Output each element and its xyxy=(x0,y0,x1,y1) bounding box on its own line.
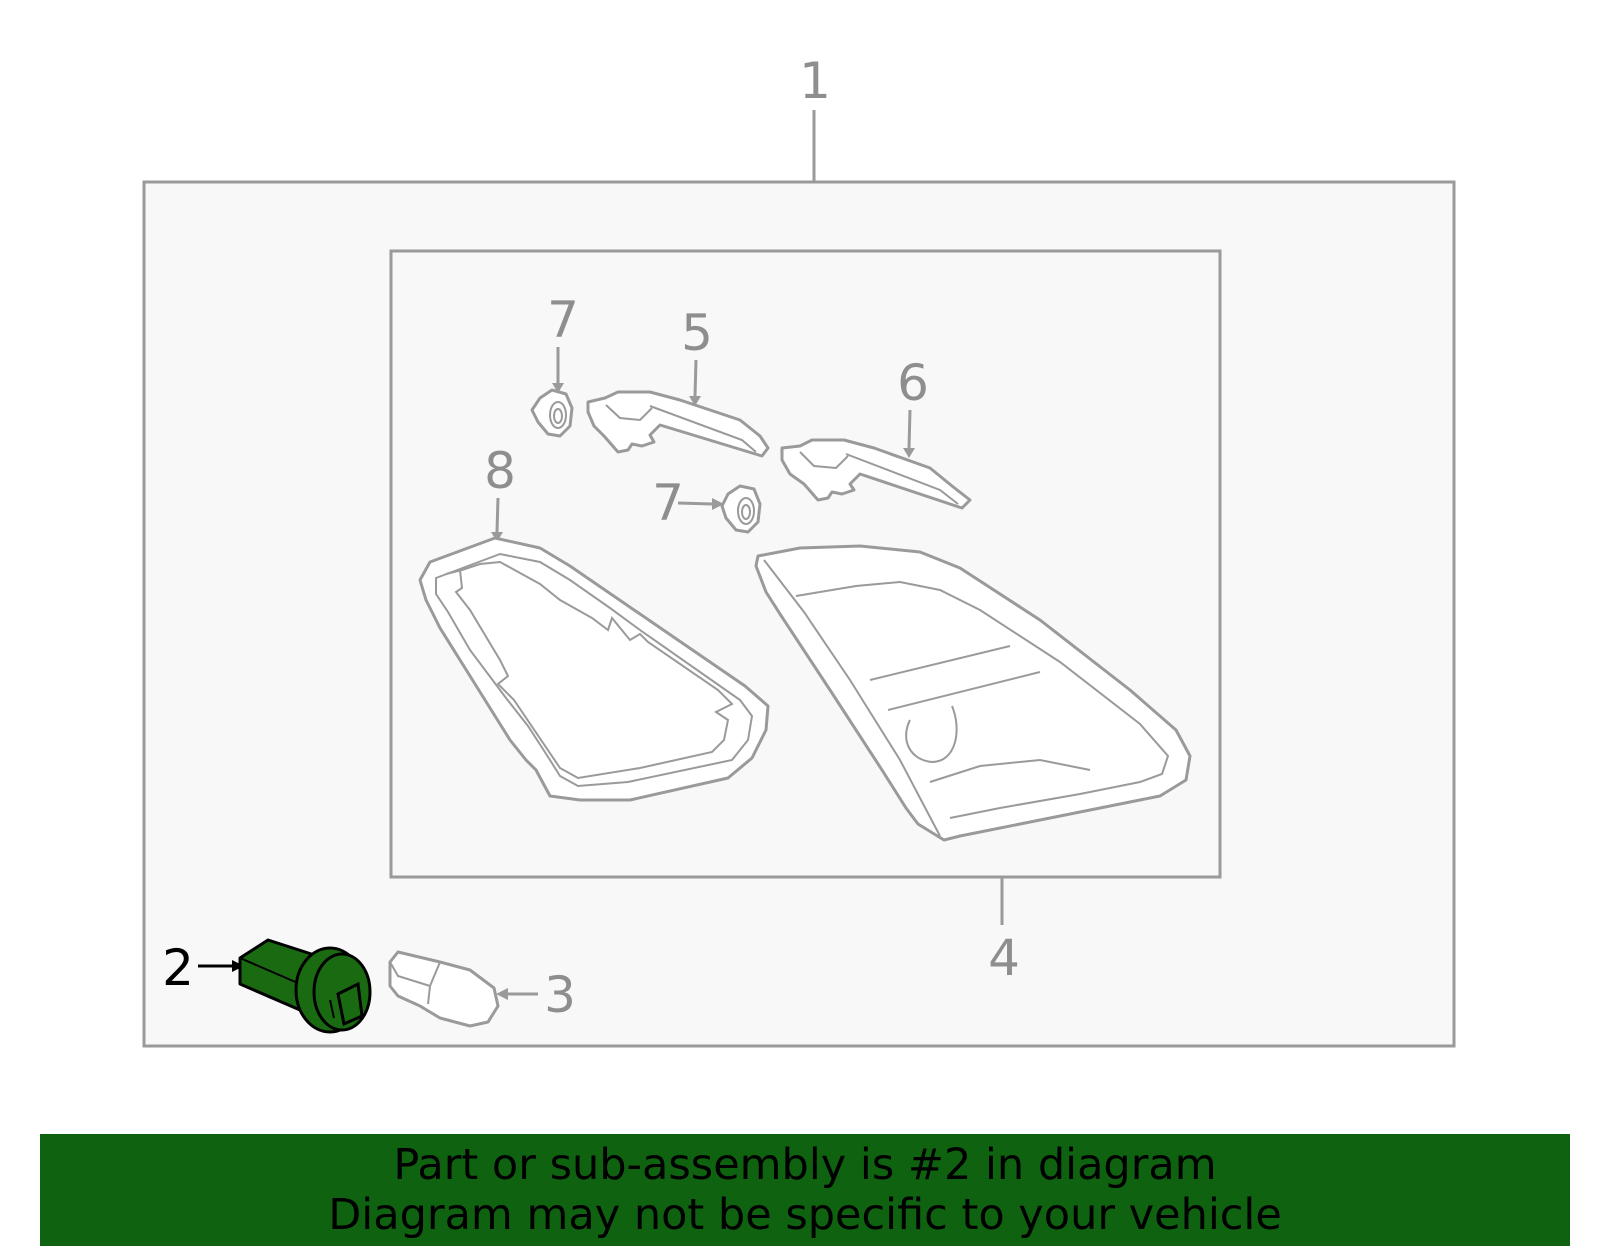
callout-7-top[interactable]: 7 xyxy=(547,291,579,349)
lamp-housing-part-4 xyxy=(754,544,1192,842)
arrow-5 xyxy=(689,396,701,406)
arrow-2 xyxy=(232,960,244,972)
notice-banner: Part or sub-assembly is #2 in diagram Di… xyxy=(40,1134,1570,1246)
bracket-part-5 xyxy=(586,390,770,458)
leader-5 xyxy=(693,359,698,397)
callout-8[interactable]: 8 xyxy=(484,442,516,500)
clip-part-7-top xyxy=(530,388,574,438)
arrow-3 xyxy=(496,988,508,1000)
socket-part-2[interactable] xyxy=(238,938,372,1034)
callout-1[interactable]: 1 xyxy=(799,52,831,110)
callout-5[interactable]: 5 xyxy=(681,304,713,362)
leader-8 xyxy=(495,497,500,533)
leader-6 xyxy=(907,409,912,449)
banner-line-1: Part or sub-assembly is #2 in diagram xyxy=(393,1140,1217,1190)
arrow-7-top xyxy=(552,383,564,393)
clip-part-7-mid xyxy=(720,484,762,534)
banner-line-2: Diagram may not be specific to your vehi… xyxy=(328,1190,1282,1240)
leader-7-mid xyxy=(677,501,713,506)
arrow-6 xyxy=(903,448,915,458)
callout-6[interactable]: 6 xyxy=(897,354,929,412)
arrow-7-mid xyxy=(712,498,724,510)
callout-3[interactable]: 3 xyxy=(544,966,576,1024)
bulb-part-3 xyxy=(388,950,500,1028)
callout-2[interactable]: 2 xyxy=(162,939,194,997)
gasket-part-8 xyxy=(418,536,770,802)
callout-4[interactable]: 4 xyxy=(988,929,1020,987)
bracket-part-6 xyxy=(780,438,972,510)
